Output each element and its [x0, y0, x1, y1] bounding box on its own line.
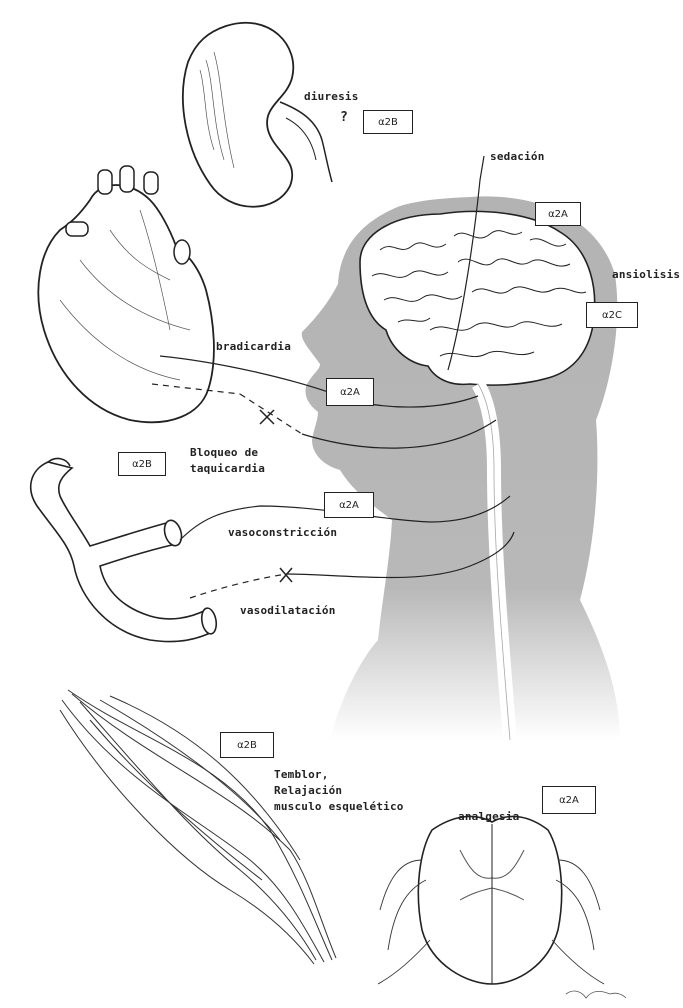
signature: [566, 991, 626, 998]
label-bloqueo-2: taquicardia: [190, 462, 265, 475]
label-analgesia: analgesia: [458, 810, 519, 823]
receptor-box-brain-top: α2A: [535, 202, 581, 226]
receptor-box-vessel: α2A: [324, 492, 374, 518]
label-question: ?: [340, 110, 348, 125]
label-sedacion: sedación: [490, 150, 545, 163]
receptor-box-heart-block: α2B: [118, 452, 166, 476]
receptor-box-kidney: α2B: [363, 110, 413, 134]
label-bloqueo-1: Bloqueo de: [190, 446, 258, 459]
vessel-drawing: [31, 459, 218, 642]
label-temblor-2: Relajación: [274, 784, 342, 797]
label-ansiolisis: ansiolisis: [612, 268, 680, 281]
label-temblor-3: musculo esquelético: [274, 800, 404, 813]
block-x-marks: [260, 410, 292, 582]
kidney-drawing: [183, 23, 332, 207]
receptor-box-spinal: α2A: [542, 786, 596, 814]
label-vasoconstriccion: vasoconstricción: [228, 526, 337, 539]
heart-drawing: [38, 166, 214, 422]
label-temblor-1: Temblor,: [274, 768, 329, 781]
receptor-box-muscle: α2B: [220, 732, 274, 758]
receptor-box-heart-face: α2A: [326, 378, 374, 406]
label-vasodilatacion: vasodilatación: [240, 604, 336, 617]
label-bradicardia: bradicardia: [216, 340, 291, 353]
muscle-drawing: [60, 690, 336, 964]
label-diuresis: diuresis: [304, 90, 359, 103]
receptor-box-brain-side: α2C: [586, 302, 638, 328]
spinal-cord-drawing: [378, 816, 604, 984]
